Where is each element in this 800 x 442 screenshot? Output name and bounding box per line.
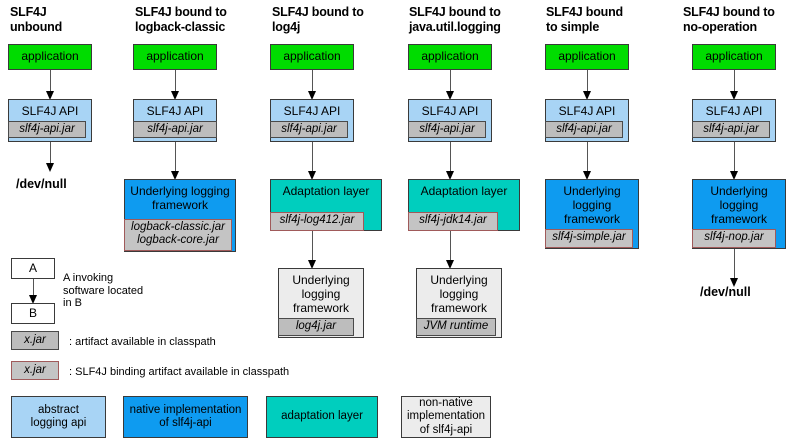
node-label: SLF4J API	[558, 104, 616, 118]
node-label: SLF4J API	[283, 104, 341, 118]
node-underlying-framework-log4j: Underlying logging framework log4j.jar	[278, 268, 364, 338]
node-label: Adaptation layer	[282, 184, 370, 198]
arrow-api-to-devnull-unbound	[46, 142, 54, 172]
jar-chip-jvm-runtime: JVM runtime	[416, 318, 496, 336]
legend-swatch-adaptation-layer: adaptation layer	[266, 396, 378, 438]
legend-box-a: A	[11, 258, 55, 279]
arrow-api-to-underlying-simple	[583, 142, 591, 180]
node-slf4j-api-nop: SLF4J API slf4j-api.jar	[692, 99, 776, 142]
sink-devnull-unbound: /dev/null	[16, 177, 67, 191]
node-adaptation-layer-log4j: Adaptation layer slf4j-log412.jar	[270, 179, 382, 231]
node-application-log4j: application	[270, 44, 354, 70]
node-underlying-framework-jul: Underlying logging framework JVM runtime	[416, 268, 502, 338]
node-application-jul: application	[408, 44, 492, 70]
column-title-unbound: SLF4J unbound	[10, 5, 63, 34]
node-label: application	[283, 49, 341, 63]
node-label: application	[421, 49, 479, 63]
node-application-logback: application	[133, 44, 217, 70]
arrow-app-to-api-simple	[583, 70, 591, 100]
jar-chip-logback-binding: logback-classic.jar logback-core.jar	[124, 219, 232, 251]
legend-binding-artifact-description: : SLF4J binding artifact available in cl…	[69, 366, 290, 378]
node-slf4j-api-log4j: SLF4J API slf4j-api.jar	[270, 99, 354, 142]
node-label: Underlying logging framework	[130, 184, 230, 212]
node-label: Underlying logging framework	[710, 184, 768, 226]
arrow-api-to-underlying-logback	[171, 142, 179, 180]
node-label: Underlying logging framework	[292, 273, 350, 315]
column-title-no-operation: SLF4J bound to no-operation	[683, 5, 775, 34]
node-label: application	[21, 49, 79, 63]
legend-swatch-native-implementation: native implementation of slf4j-api	[123, 396, 248, 438]
jar-chip-slf4j-api: slf4j-api.jar	[133, 121, 217, 138]
jar-chip-slf4j-nop-binding: slf4j-nop.jar	[692, 229, 776, 248]
legend-box-b: B	[11, 303, 55, 324]
column-title-simple: SLF4J bound to simple	[546, 5, 623, 34]
legend-chip-artifact: x.jar	[11, 331, 59, 350]
jar-chip-slf4j-api: slf4j-api.jar	[8, 121, 86, 138]
node-application-nop: application	[692, 44, 776, 70]
arrow-app-to-api-jul	[446, 70, 454, 100]
jar-chip-slf4j-api: slf4j-api.jar	[408, 121, 486, 138]
arrow-adaptation-to-underlying-jul	[446, 231, 454, 269]
column-title-java-util-logging: SLF4J bound to java.util.logging	[409, 5, 501, 34]
arrow-app-to-api-nop	[730, 70, 738, 100]
arrow-app-to-api-unbound	[46, 70, 54, 100]
node-label: SLF4J API	[21, 104, 79, 118]
node-label: SLF4J API	[705, 104, 763, 118]
node-label: application	[705, 49, 763, 63]
node-slf4j-api-simple: SLF4J API slf4j-api.jar	[545, 99, 629, 142]
jar-chip-slf4j-api: slf4j-api.jar	[270, 121, 348, 138]
node-application-simple: application	[545, 44, 629, 70]
node-label: Adaptation layer	[420, 184, 508, 198]
sink-devnull-nop: /dev/null	[700, 285, 751, 299]
node-adaptation-layer-jul: Adaptation layer slf4j-jdk14.jar	[408, 179, 520, 231]
node-label: SLF4J API	[146, 104, 204, 118]
node-label: Underlying logging framework	[430, 273, 488, 315]
column-title-logback-classic: SLF4J bound to logback-classic	[135, 5, 227, 34]
column-title-log4j: SLF4J bound to log4j	[272, 5, 364, 34]
node-slf4j-api-logback: SLF4J API slf4j-api.jar	[133, 99, 217, 142]
arrow-api-to-adaptation-jul	[446, 142, 454, 180]
legend-invocation-description: A invoking software located in B	[63, 272, 144, 309]
legend-chip-binding-artifact: x.jar	[11, 361, 59, 380]
arrow-api-to-adaptation-log4j	[308, 142, 316, 180]
jar-chip-log4j: log4j.jar	[278, 318, 354, 336]
jar-chip-slf4j-jdk14-binding: slf4j-jdk14.jar	[408, 212, 498, 231]
arrow-underlying-to-devnull-nop	[730, 249, 738, 287]
node-underlying-framework-nop: Underlying logging framework slf4j-nop.j…	[692, 179, 786, 249]
node-label: Underlying logging framework	[563, 184, 621, 226]
legend-arrow-a-to-b	[29, 279, 37, 304]
jar-chip-slf4j-api: slf4j-api.jar	[692, 121, 770, 138]
arrow-api-to-underlying-nop	[730, 142, 738, 180]
node-slf4j-api-jul: SLF4J API slf4j-api.jar	[408, 99, 492, 142]
arrow-app-to-api-logback	[171, 70, 179, 100]
node-label: application	[146, 49, 204, 63]
node-underlying-framework-simple: Underlying logging framework slf4j-simpl…	[545, 179, 639, 249]
node-label: application	[558, 49, 616, 63]
jar-chip-slf4j-log412-binding: slf4j-log412.jar	[270, 212, 364, 231]
node-label: SLF4J API	[421, 104, 479, 118]
jar-chip-slf4j-api: slf4j-api.jar	[545, 121, 623, 138]
node-application-unbound: application	[8, 44, 92, 70]
node-slf4j-api-unbound: SLF4J API slf4j-api.jar	[8, 99, 92, 142]
legend-swatch-non-native-implementation: non-native implementation of slf4j-api	[401, 396, 491, 438]
legend-swatch-abstract-logging-api: abstract logging api	[11, 396, 106, 438]
arrow-adaptation-to-underlying-log4j	[308, 231, 316, 269]
jar-chip-slf4j-simple-binding: slf4j-simple.jar	[545, 229, 633, 248]
arrow-app-to-api-log4j	[308, 70, 316, 100]
node-underlying-framework-logback: Underlying logging framework logback-cla…	[124, 179, 236, 252]
legend-artifact-description: : artifact available in classpath	[69, 336, 216, 348]
